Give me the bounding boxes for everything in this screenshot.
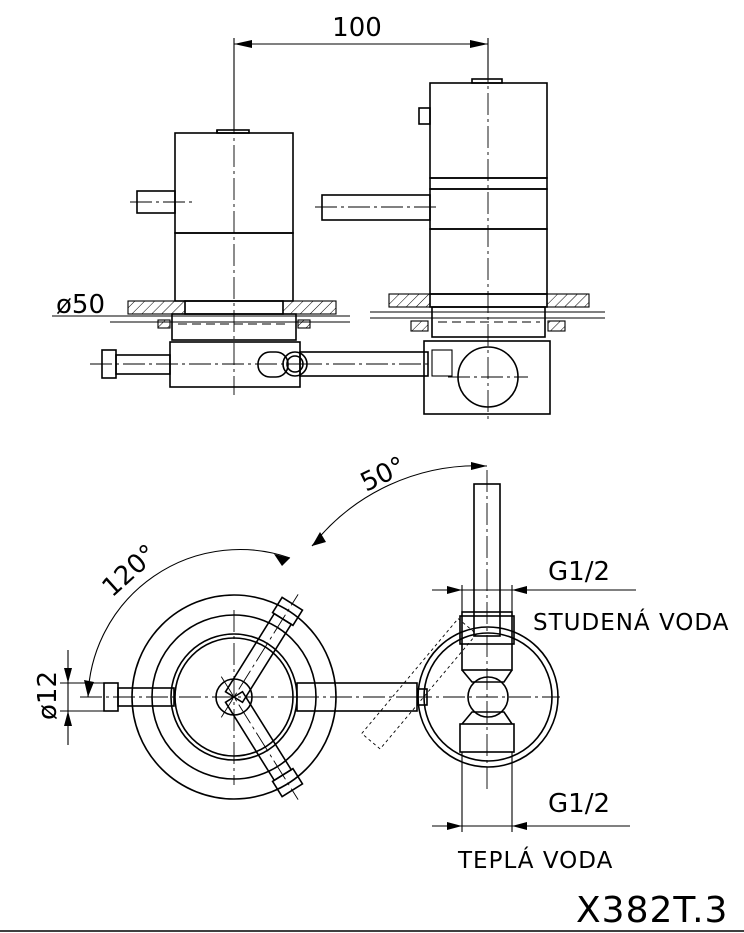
- connecting-pipe-front: [257, 351, 430, 378]
- hose-nipple-left: [90, 349, 300, 379]
- dimension-spout-angle-label: 50°: [356, 451, 411, 498]
- top-view: 120° ø12: [0, 451, 744, 932]
- cold-water-label: STUDENÁ VODA: [533, 608, 729, 636]
- callout-cold-thread: G1/2 STUDENÁ VODA: [432, 557, 729, 636]
- product-code: X382T.3: [576, 890, 728, 931]
- left-mixer-body: [110, 112, 350, 395]
- left-mixer-plan: [80, 594, 420, 800]
- dimension-hose-diameter: ø12: [33, 650, 104, 745]
- right-mixer-body: [315, 60, 605, 420]
- hot-water-label: TEPLÁ VODA: [457, 846, 613, 874]
- dimension-spacing: 100: [233, 13, 489, 130]
- dimension-handle-angle: 120°: [84, 539, 291, 698]
- thread-hot-label: G1/2: [548, 789, 610, 819]
- dimension-flange-label: ø50: [56, 290, 105, 320]
- dimension-spout-angle: 50°: [311, 451, 488, 547]
- thread-cold-label: G1/2: [548, 557, 610, 587]
- dimension-handle-angle-label: 120°: [97, 539, 164, 603]
- dimension-spacing-label: 100: [332, 13, 382, 43]
- dimension-flange-diameter: ø50: [52, 290, 112, 320]
- dimension-hose-label: ø12: [33, 671, 63, 720]
- callout-hot-thread: G1/2 TEPLÁ VODA: [432, 752, 630, 874]
- front-view: 100: [52, 13, 605, 420]
- right-mixer-plan: [361, 470, 560, 790]
